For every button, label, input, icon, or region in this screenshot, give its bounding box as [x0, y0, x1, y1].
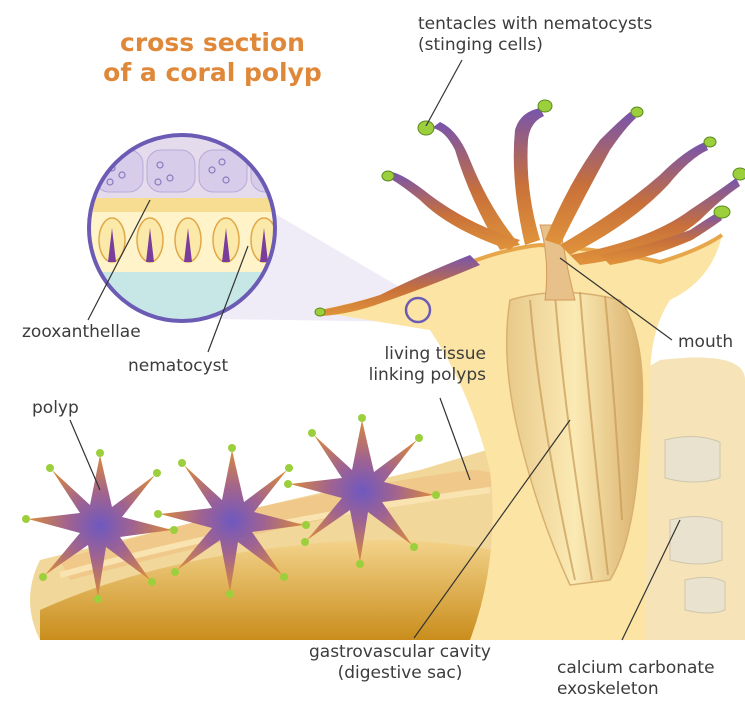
label-living-tissue-line-2: linking polyps [352, 365, 486, 386]
label-polyp: polyp [32, 398, 79, 419]
label-zooxanthellae: zooxanthellae [22, 322, 141, 343]
label-mouth: mouth [678, 332, 733, 353]
label-nematocyst: nematocyst [128, 356, 228, 377]
diagram-title: cross section of a coral polyp [100, 28, 325, 88]
label-gastrovascular: gastrovascular cavity (digestive sac) [290, 642, 510, 684]
label-calcium-line-1: calcium carbonate [557, 658, 715, 679]
label-tentacles: tentacles with nematocysts (stinging cel… [418, 14, 652, 56]
label-tentacles-line-1: tentacles with nematocysts [418, 14, 652, 35]
label-calcium: calcium carbonate exoskeleton [557, 658, 715, 700]
title-line-1: cross section [100, 28, 325, 58]
label-living-tissue-line-1: living tissue [352, 344, 486, 365]
label-tentacles-line-2: (stinging cells) [418, 35, 652, 56]
label-gastrovascular-line-1: gastrovascular cavity [290, 642, 510, 663]
label-gastrovascular-line-2: (digestive sac) [290, 663, 510, 684]
title-line-2: of a coral polyp [100, 58, 325, 88]
label-calcium-line-2: exoskeleton [557, 679, 715, 700]
label-living-tissue: living tissue linking polyps [352, 344, 486, 386]
